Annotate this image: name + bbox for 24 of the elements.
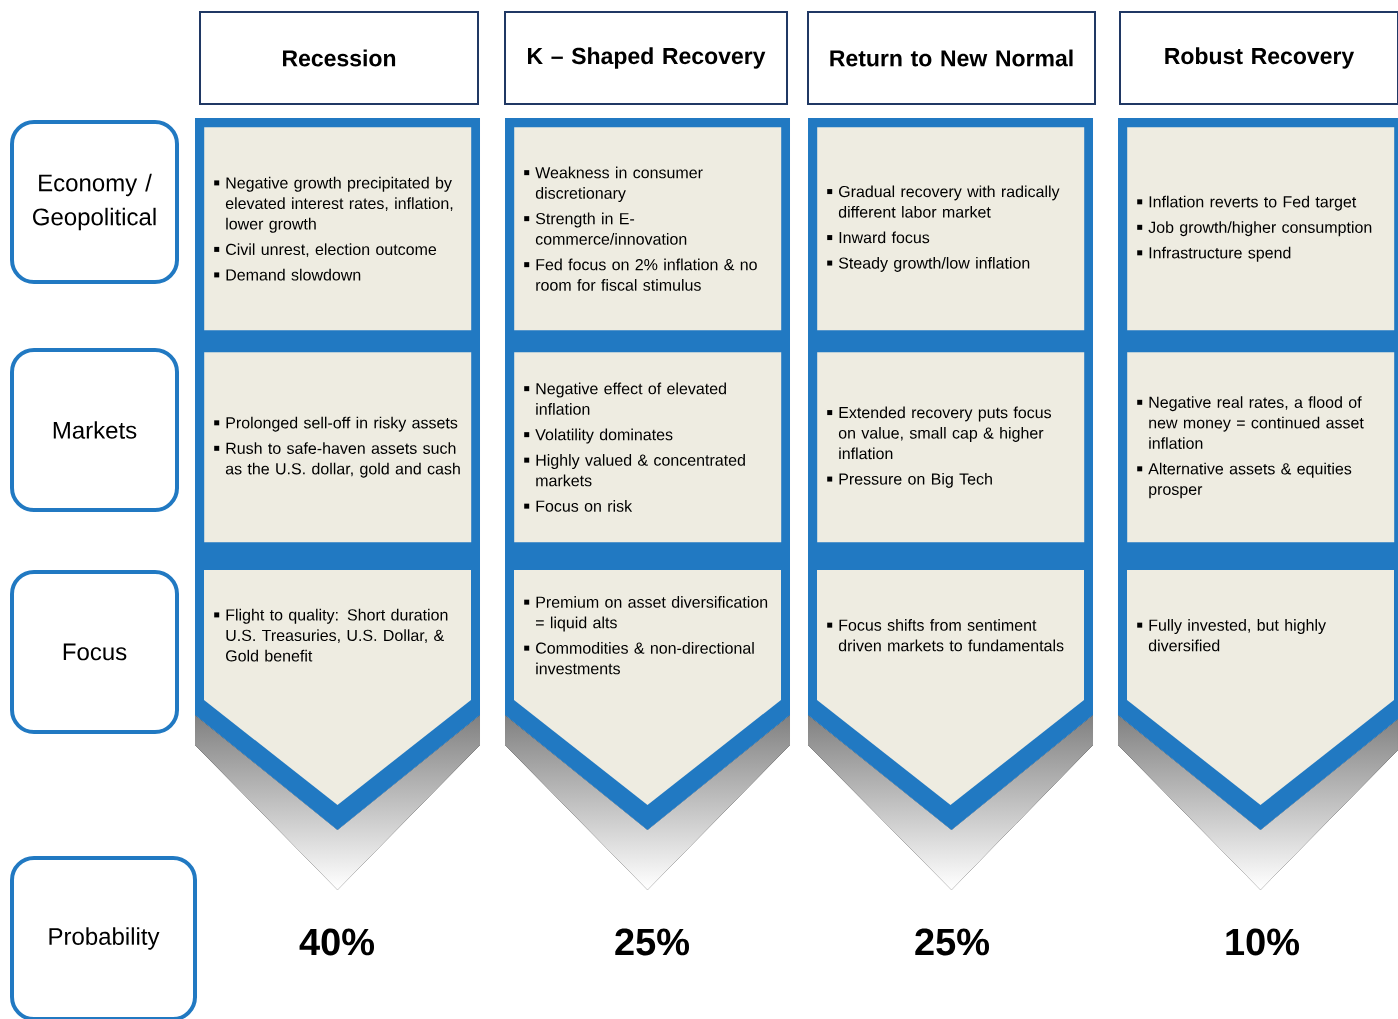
row-label: Markets <box>10 348 179 512</box>
text-cell: Fully invested, but highly diversified <box>1127 570 1394 805</box>
text-cell: Negative effect of elevated inflation Volatility dominates Highly valued & concentrated markets Focus on risk <box>514 352 782 543</box>
text-cell: Weakness in consumer discretionary Strength in E-commerce/innovation Fed focus on 2% inflation & no room for fiscal stimulus <box>514 127 782 331</box>
text-cell: Extended recovery puts focus on value, small cap & higher inflation Pressure on Big Tech <box>817 352 1085 543</box>
row-label: Probability <box>10 856 197 1019</box>
text-cell: Prolonged sell-off in risky assets Rush to safe-haven assets such as the U.S. dollar, gold and cash <box>204 352 472 543</box>
probability-value: 25% <box>615 928 690 956</box>
text-cell: Negative growth precipitated by elevated interest rates, inflation, lower growth Civil unrest, election outcome Demand slowdown <box>204 127 472 331</box>
text-cell: Negative real rates, a flood of new money = continued asset inflation Alternative assets & equities prosper <box>1127 352 1395 543</box>
text-cell: Premium on asset diversification = liquid alts Commodities & non-directional investments <box>514 570 781 805</box>
text-cell: Inflation reverts to Fed target Job growth/higher consumption Infrastructure spend <box>1127 127 1395 331</box>
column-header: Robust Recovery <box>1119 11 1398 105</box>
column-header: Return to New Normal <box>807 11 1096 105</box>
probability-value: 40% <box>299 928 375 956</box>
probability-value: 10% <box>1226 928 1300 956</box>
probability-value: 25% <box>915 928 990 956</box>
column-header: Recession <box>199 11 479 105</box>
row-label: Focus <box>10 570 179 734</box>
column-header: K – Shaped Recovery <box>504 11 788 105</box>
text-cell: Gradual recovery with radically different labor market Inward focus Steady growth/low inflation <box>817 127 1085 331</box>
row-label: Economy / Geopolitical <box>10 120 179 284</box>
text-cell: Focus shifts from sentiment driven markets to fundamentals <box>817 570 1084 805</box>
text-cell: Flight to quality: Short duration U.S. Treasuries, U.S. Dollar, & Gold benefit <box>204 570 471 805</box>
